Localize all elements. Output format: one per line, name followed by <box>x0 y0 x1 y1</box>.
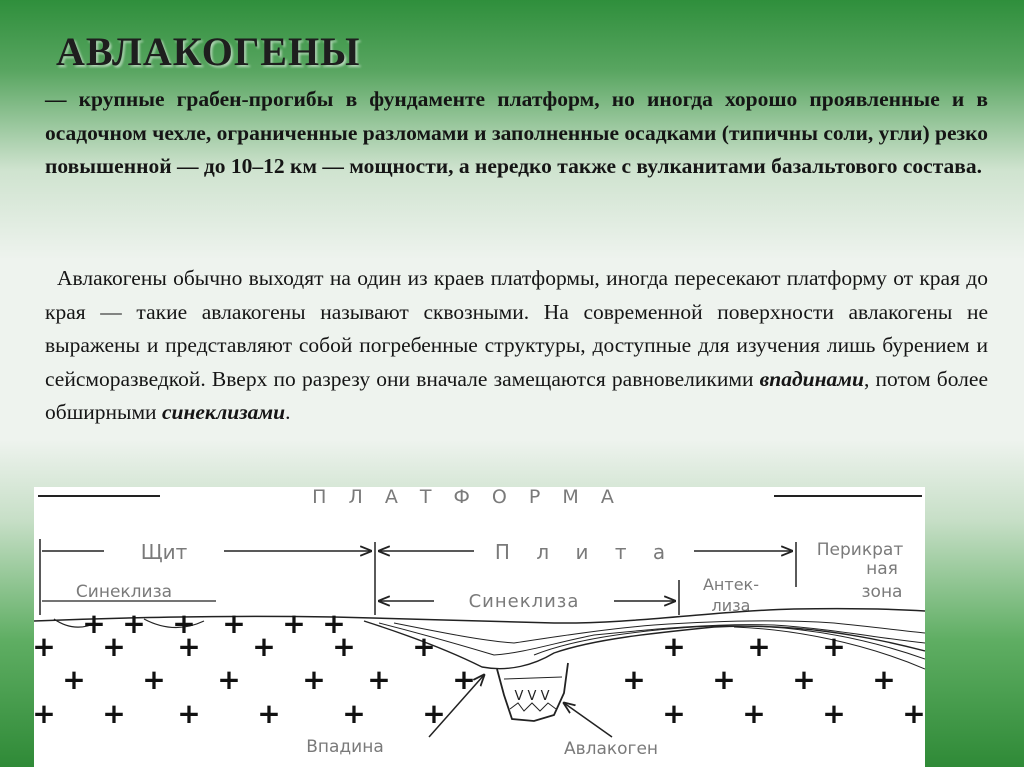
basement-cross: + <box>222 607 245 640</box>
shield-label: Щит <box>141 540 188 564</box>
slide-title: АВЛАКОГЕНЫ <box>56 29 361 74</box>
basement-cross: + <box>622 663 645 696</box>
plate-label: П л и т а <box>495 540 675 564</box>
aulacogen-graben <box>496 662 569 722</box>
pericratonic-label-line1: Перикрат <box>817 540 904 560</box>
depression-pointer-arrow <box>428 675 484 738</box>
description-text-part2: , потом более обширными <box>45 366 988 425</box>
basement-cross: + <box>102 630 125 663</box>
platform-label: П Л А Т Ф О Р М А <box>312 487 622 508</box>
aulacogen-label: Авлакоген <box>564 739 658 759</box>
sedimentary-layer <box>533 625 925 660</box>
basement-cross: + <box>257 697 280 730</box>
graben-fill-line <box>503 676 563 680</box>
definition-paragraph: — крупные грабен-прогибы в фундаменте пл… <box>45 87 988 178</box>
basement-cross: + <box>34 630 56 663</box>
basement-cross: + <box>367 663 390 696</box>
basement-cross: + <box>822 630 845 663</box>
ground-surface-line <box>34 607 925 624</box>
basement-cross: + <box>177 697 200 730</box>
cross-section-diagram: П Л А Т Ф О Р М А Щит П л и т а Перикрат… <box>34 487 925 759</box>
basement-cross: + <box>122 607 145 640</box>
basement-cross: + <box>302 663 325 696</box>
basement-cross: + <box>342 697 365 730</box>
basement-cross: + <box>34 697 56 730</box>
description-text-part1: Авлакогены обычно выходят на один из кра… <box>45 266 988 391</box>
basement-cross: + <box>62 663 85 696</box>
basement-cross: + <box>252 630 275 663</box>
basement-cross: + <box>662 697 685 730</box>
basement-cross: + <box>172 607 195 640</box>
pericratonic-label-line3: зона <box>862 582 903 602</box>
basement-cross: + <box>742 697 765 730</box>
basement-cross: + <box>177 630 200 663</box>
term-depressions: впадинами <box>759 366 864 391</box>
syneclise-left-label: Синеклиза <box>76 582 172 602</box>
description-paragraph: Авлакогены обычно выходят на один из кра… <box>45 262 988 430</box>
shield-depression <box>53 618 97 628</box>
platform-cross-section-figure: П Л А Т Ф О Р М А Щит П л и т а Перикрат… <box>34 487 925 767</box>
basement-cross: + <box>747 630 770 663</box>
shield-depression <box>143 618 205 629</box>
sedimentary-layer <box>378 622 925 656</box>
basement-cross: + <box>282 607 305 640</box>
anteclise-label-line2: лиза <box>712 596 751 615</box>
basement-cross: + <box>217 663 240 696</box>
basement-cross: + <box>452 663 475 696</box>
syneclise-center-label: Синеклиза <box>469 591 580 612</box>
basement-cross: + <box>82 607 105 640</box>
basement-cross: + <box>422 697 445 730</box>
basement-cross: + <box>792 663 815 696</box>
basement-cross: + <box>902 697 925 730</box>
basement-cross: + <box>872 663 895 696</box>
aulacogen-pointer-arrow <box>564 703 613 738</box>
description-text-part3: . <box>285 400 291 424</box>
crystalline-basement-pattern: +++++++++++++++++++++++++++++++++++ <box>34 607 925 730</box>
volcanic-fill-marks: V V V <box>515 689 550 704</box>
basement-cross: + <box>322 607 345 640</box>
term-syneclises: синеклизами <box>161 400 286 424</box>
volcanic-fill-zigzag <box>509 702 557 712</box>
basement-cross: + <box>102 697 125 730</box>
sedimentary-layer <box>393 620 925 644</box>
sedimentary-layer <box>733 626 925 670</box>
depression-label: Впадина <box>306 737 384 757</box>
pericratonic-label-line2: ная <box>866 559 898 579</box>
sedimentary-cover-base <box>363 620 925 670</box>
basement-cross: + <box>712 663 735 696</box>
anteclise-label-line1: Антек- <box>703 575 759 594</box>
basement-cross: + <box>822 697 845 730</box>
basement-cross: + <box>332 630 355 663</box>
basement-cross: + <box>662 630 685 663</box>
basement-cross: + <box>412 630 435 663</box>
basement-cross: + <box>142 663 165 696</box>
